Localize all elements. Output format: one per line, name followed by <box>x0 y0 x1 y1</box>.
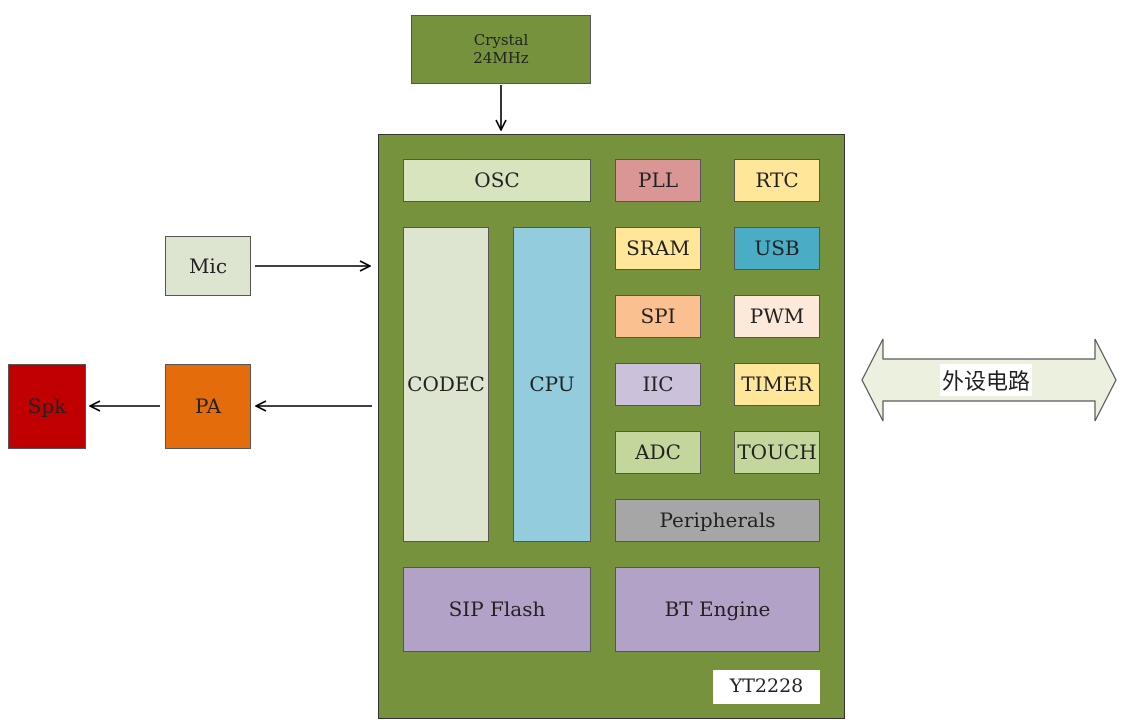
spi-block: SPI <box>615 295 701 338</box>
sip-flash-block: SIP Flash <box>403 567 591 652</box>
pwm-block: PWM <box>734 295 820 338</box>
usb-block: USB <box>734 227 820 270</box>
peripheral-circuit-label: 外设电路 <box>940 364 1033 396</box>
touch-block: TOUCH <box>734 431 820 474</box>
bt-engine-block: BT Engine <box>615 567 820 652</box>
pll-block: PLL <box>615 159 701 202</box>
peripherals-block: Peripherals <box>615 499 820 542</box>
sram-block: SRAM <box>615 227 701 270</box>
mic-block: Mic <box>165 236 251 296</box>
adc-block: ADC <box>615 431 701 474</box>
crystal-label: Crystal <box>473 31 529 50</box>
cpu-block: CPU <box>513 227 591 542</box>
chip-name-label: YT2228 <box>713 670 820 704</box>
crystal-frequency: 24MHz <box>473 48 529 67</box>
codec-block: CODEC <box>403 227 489 542</box>
spk-block: Spk <box>8 364 86 449</box>
timer-block: TIMER <box>734 363 820 406</box>
osc-block: OSC <box>403 159 591 202</box>
iic-block: IIC <box>615 363 701 406</box>
crystal-block: Crystal 24MHz <box>411 15 591 84</box>
rtc-block: RTC <box>734 159 820 202</box>
pa-block: PA <box>165 364 251 449</box>
